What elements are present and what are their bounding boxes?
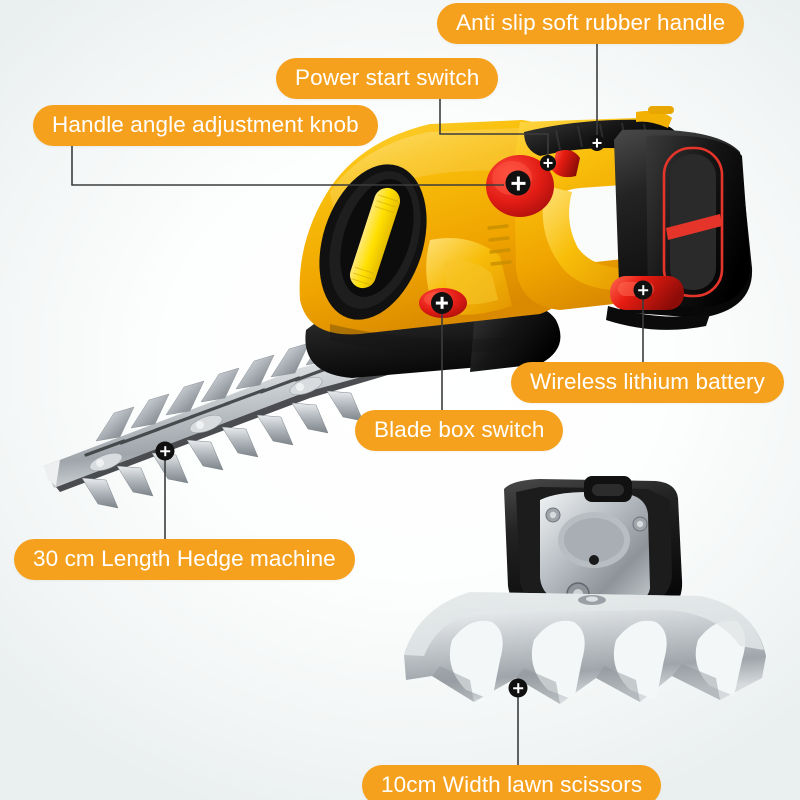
callout-handle-angle-adjustment-knob[interactable]: Handle angle adjustment knob xyxy=(33,105,378,146)
leader-power-switch xyxy=(439,99,549,158)
marker-handle-angle-knob[interactable] xyxy=(505,170,531,196)
callout-label: Blade box switch xyxy=(374,417,545,443)
marker-rubber-handle[interactable] xyxy=(589,135,605,151)
marker-blade-box-switch[interactable] xyxy=(431,292,453,314)
callout-lawn-scissors-width[interactable]: 10cm Width lawn scissors xyxy=(362,765,662,800)
callout-label: Anti slip soft rubber handle xyxy=(456,10,726,36)
callout-label: 30 cm Length Hedge machine xyxy=(33,546,336,572)
callout-power-start-switch[interactable]: Power start switch xyxy=(276,58,499,99)
lithium-battery-pack xyxy=(606,129,753,330)
hedge-trimmer-blade xyxy=(44,318,402,509)
marker-lawn-scissors-width[interactable] xyxy=(508,678,528,698)
callout-wireless-lithium-battery[interactable]: Wireless lithium battery xyxy=(511,362,784,403)
callout-anti-slip-soft-rubber-handle[interactable]: Anti slip soft rubber handle xyxy=(437,3,745,44)
callout-label: 10cm Width lawn scissors xyxy=(381,772,643,798)
callout-label: Power start switch xyxy=(295,65,480,91)
callout-label: Wireless lithium battery xyxy=(530,369,765,395)
callout-hedge-machine-length[interactable]: 30 cm Length Hedge machine xyxy=(14,539,355,580)
marker-lithium-battery[interactable] xyxy=(633,280,653,300)
lawn-scissor-attachment xyxy=(404,476,766,704)
marker-power-start-switch[interactable] xyxy=(540,155,556,171)
callout-blade-box-switch[interactable]: Blade box switch xyxy=(355,410,564,451)
callout-label: Handle angle adjustment knob xyxy=(52,112,359,138)
leader-handle-angle xyxy=(71,146,504,186)
marker-hedge-machine-length[interactable] xyxy=(155,441,175,461)
